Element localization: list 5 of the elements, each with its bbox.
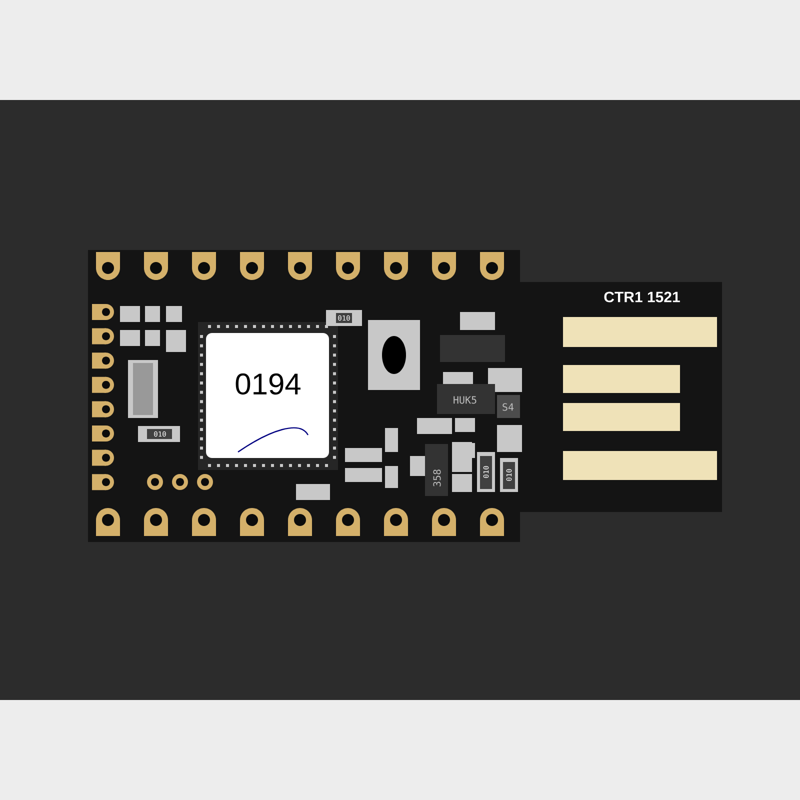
component-marking: S4 (502, 403, 514, 411)
silkscreen-label: CTR1 1521 (604, 292, 680, 302)
chip-marking: 0194 (236, 373, 300, 395)
component-marking: 358 (433, 470, 441, 486)
component-marking: HUK5 (454, 396, 476, 404)
